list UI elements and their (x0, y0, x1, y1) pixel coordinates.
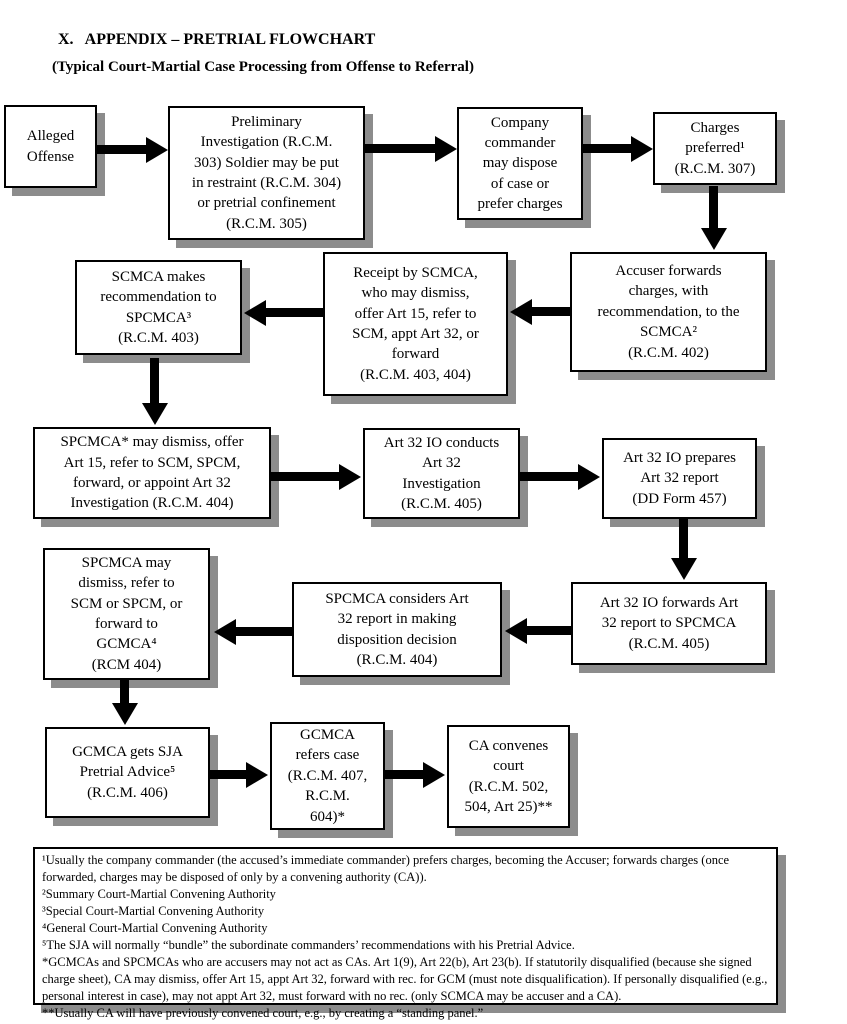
box-spcmca-options: SPCMCA* may dismiss, offer Art 15, refer… (33, 427, 271, 519)
arrow-commander-to-charges (583, 144, 631, 153)
box-ca-convenes: CA convenes court (R.C.M. 502, 504, Art … (447, 725, 570, 828)
footnote-double-asterisk: **Usually CA will have previously conven… (42, 1006, 484, 1020)
footnote-4: ⁴General Court-Martial Convening Authori… (42, 921, 268, 935)
arrow-may-dismiss-to-advice (120, 680, 129, 703)
arrow-advice-to-refers (210, 770, 246, 779)
footnote-asterisk: *GCMCAs and SPCMCAs who are accusers may… (42, 955, 768, 1003)
page-subtitle: (Typical Court-Martial Case Processing f… (52, 59, 474, 75)
box-charges-preferred: Charges preferred¹ (R.C.M. 307) (653, 112, 777, 185)
box-art32-forwards: Art 32 IO forwards Art 32 report to SPCM… (571, 582, 767, 665)
arrow-forwards-to-considers (527, 626, 571, 635)
arrow-alleged-to-preliminary (97, 145, 146, 154)
box-art32-prepares: Art 32 IO prepares Art 32 report (DD For… (602, 438, 757, 519)
arrow-considers-to-may-dismiss (236, 627, 292, 636)
box-spcmca-may-dismiss: SPCMCA may dismiss, refer to SCM or SPCM… (43, 548, 210, 680)
arrow-conducts-to-prepares (520, 472, 578, 481)
arrow-charges-to-accuser (709, 186, 718, 228)
box-company-commander: Company commander may dispose of case or… (457, 107, 583, 220)
box-spcmca-considers: SPCMCA considers Art 32 report in making… (292, 582, 502, 677)
arrow-refers-to-convenes (385, 770, 423, 779)
box-scmca-recommendation: SCMCA makes recommendation to SPCMCA³ (R… (75, 260, 242, 355)
footnote-2: ²Summary Court-Martial Convening Authori… (42, 887, 276, 901)
box-preliminary-investigation: Preliminary Investigation (R.C.M. 303) S… (168, 106, 365, 240)
footnote-1: ¹Usually the company commander (the accu… (42, 853, 730, 884)
arrow-receipt-to-scmca-rec (266, 308, 323, 317)
arrow-prepares-to-forwards (679, 519, 688, 558)
box-gcmca-refers: GCMCA refers case (R.C.M. 407, R.C.M. 60… (270, 722, 385, 830)
arrow-accuser-to-receipt (532, 307, 570, 316)
box-accuser-forwards: Accuser forwards charges, with recommend… (570, 252, 767, 372)
page-title: X. APPENDIX – PRETRIAL FLOWCHART (58, 31, 376, 48)
arrow-spcmca-to-art32-conducts (271, 472, 339, 481)
footnote-3: ³Special Court-Martial Convening Authori… (42, 904, 265, 918)
footnotes-box: ¹Usually the company commander (the accu… (33, 847, 778, 1020)
box-art32-conducts: Art 32 IO conducts Art 32 Investigation … (363, 428, 520, 519)
box-alleged-offense: Alleged Offense (4, 105, 97, 188)
box-gcmca-advice: GCMCA gets SJA Pretrial Advice⁵ (R.C.M. … (45, 727, 210, 818)
arrow-scmca-rec-to-spcmca (150, 358, 159, 403)
arrow-preliminary-to-commander (365, 144, 435, 153)
box-receipt-by-scmca: Receipt by SCMCA, who may dismiss, offer… (323, 252, 508, 396)
footnote-5: ⁵The SJA will normally “bundle” the subo… (42, 938, 575, 952)
